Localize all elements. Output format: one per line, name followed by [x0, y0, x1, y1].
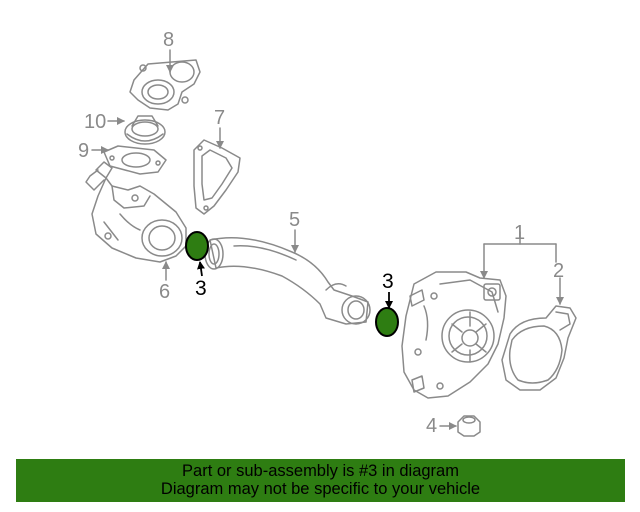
callout-9: 9	[78, 140, 89, 162]
info-banner: Part or sub-assembly is #3 in diagram Di…	[16, 459, 625, 502]
callout-7: 7	[214, 107, 225, 129]
part-10-thermostat	[124, 115, 166, 145]
part-8-outlet	[129, 59, 201, 111]
callout-5: 5	[289, 209, 300, 231]
part-6-housing	[85, 161, 187, 263]
part-3-highlight	[185, 231, 399, 337]
part-2-gasket	[501, 305, 577, 391]
callout-8: 8	[163, 29, 174, 51]
part-7-seal	[193, 139, 241, 215]
banner-line-1: Part or sub-assembly is #3 in diagram	[182, 462, 459, 480]
part-1-water-pump	[401, 271, 507, 399]
banner-line-2: Diagram may not be specific to your vehi…	[160, 480, 481, 498]
callout-6: 6	[159, 281, 170, 303]
callout-4: 4	[426, 415, 437, 437]
part-3-ring-left	[185, 231, 209, 261]
part-9-gasket	[103, 145, 167, 175]
callout-3-right: 3	[382, 270, 394, 293]
callout-3-left: 3	[195, 277, 207, 300]
callout-1: 1	[514, 222, 525, 244]
callout-2: 2	[553, 260, 564, 282]
part-4-nut	[457, 415, 481, 437]
callout-10: 10	[84, 111, 106, 133]
part-3-ring-right	[375, 307, 399, 337]
part-5-hose	[204, 236, 371, 325]
